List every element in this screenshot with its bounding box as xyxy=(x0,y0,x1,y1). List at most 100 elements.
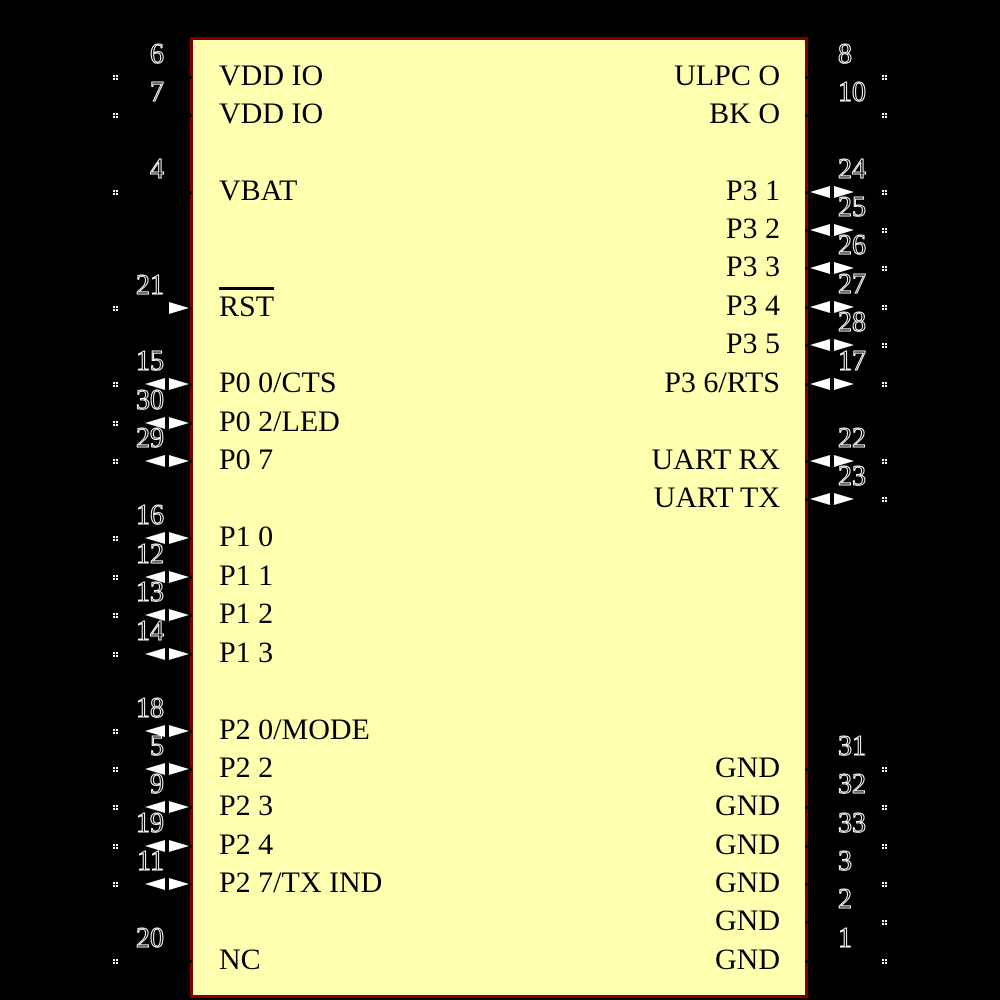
pin-number: 19 xyxy=(136,808,165,839)
bidir-arrow-left-icon xyxy=(145,609,165,621)
pin-label: P3 2 xyxy=(725,212,780,245)
pin-connection-point[interactable] xyxy=(882,305,887,310)
pin-number: 3 xyxy=(838,846,853,877)
pin-number: 31 xyxy=(838,731,867,762)
pin-connection-point[interactable] xyxy=(882,844,887,849)
bidir-arrow-left-icon xyxy=(145,455,165,467)
pin-stub xyxy=(805,344,811,347)
pin-number: 20 xyxy=(136,923,165,954)
pin-stub xyxy=(186,768,192,771)
pin-connection-point[interactable] xyxy=(882,266,887,271)
pin-stub xyxy=(805,845,811,848)
input-arrow-icon xyxy=(169,302,189,314)
pin-number: 17 xyxy=(838,346,867,377)
pin-connection-point[interactable] xyxy=(882,75,887,80)
pin-connection-point[interactable] xyxy=(882,959,887,964)
pin-stub xyxy=(186,191,192,194)
pin-stub xyxy=(805,383,811,386)
bidir-arrow-left-icon xyxy=(145,878,165,890)
pin-stub xyxy=(805,960,811,963)
bidir-arrow-right-icon xyxy=(169,725,189,737)
pin-stub xyxy=(805,460,811,463)
pin-connection-point[interactable] xyxy=(882,805,887,810)
pin-label: GND xyxy=(715,789,780,822)
pin-label: P2 7/TX IND xyxy=(219,866,383,899)
pin-stub xyxy=(805,114,811,117)
pin-connection-point[interactable] xyxy=(113,805,118,810)
pin-number: 28 xyxy=(838,307,867,338)
bidir-arrow-right-icon xyxy=(169,455,189,467)
pin-label: P2 4 xyxy=(219,828,274,861)
pin-number: 2 xyxy=(838,884,853,915)
bidir-arrow-right-icon xyxy=(169,840,189,852)
pin-label: UART RX xyxy=(651,443,781,476)
pin-number: 24 xyxy=(838,154,867,185)
pin-connection-point[interactable] xyxy=(882,920,887,925)
pin-stub xyxy=(186,114,192,117)
bidir-arrow-left-icon xyxy=(810,301,830,313)
pin-connection-point[interactable] xyxy=(113,382,118,387)
pin-stub xyxy=(186,307,192,310)
pin-stub xyxy=(805,306,811,309)
pin-connection-point[interactable] xyxy=(113,75,118,80)
pin-connection-point[interactable] xyxy=(113,882,118,887)
pin-stub xyxy=(186,653,192,656)
bidir-arrow-left-icon xyxy=(145,725,165,737)
bidir-arrow-left-icon xyxy=(145,801,165,813)
pin-stub xyxy=(186,576,192,579)
pin-connection-point[interactable] xyxy=(882,382,887,387)
pin-connection-point[interactable] xyxy=(882,228,887,233)
pin-connection-point[interactable] xyxy=(882,459,887,464)
pin-number: 30 xyxy=(136,385,165,416)
pin-number: 23 xyxy=(838,461,867,492)
pin-connection-point[interactable] xyxy=(113,459,118,464)
pin-connection-point[interactable] xyxy=(113,306,118,311)
pin-connection-point[interactable] xyxy=(113,113,118,118)
bidir-arrow-left-icon xyxy=(145,571,165,583)
pin-number: 27 xyxy=(838,269,867,300)
pin-label: P0 2/LED xyxy=(219,405,340,438)
bidir-arrow-right-icon xyxy=(169,763,189,775)
pin-connection-point[interactable] xyxy=(113,575,118,580)
pin-connection-point[interactable] xyxy=(113,536,118,541)
bidir-arrow-left-icon xyxy=(810,493,830,505)
pin-label: NC xyxy=(219,943,261,976)
pin-number: 15 xyxy=(136,346,165,377)
pin-connection-point[interactable] xyxy=(882,767,887,772)
pin-connection-point[interactable] xyxy=(113,421,118,426)
pin-connection-point[interactable] xyxy=(882,343,887,348)
pin-label: VBAT xyxy=(219,174,298,207)
pin-connection-point[interactable] xyxy=(882,190,887,195)
pin-stub xyxy=(186,845,192,848)
pin-connection-point[interactable] xyxy=(113,767,118,772)
bidir-arrow-right-icon xyxy=(169,417,189,429)
pin-connection-point[interactable] xyxy=(113,190,118,195)
pin-label: P1 2 xyxy=(219,597,274,630)
pin-number: 11 xyxy=(137,846,165,877)
bidir-arrow-left-icon xyxy=(810,339,830,351)
pin-connection-point[interactable] xyxy=(882,882,887,887)
pin-connection-point[interactable] xyxy=(882,497,887,502)
bidir-arrow-right-icon xyxy=(834,455,854,467)
pin-label: GND xyxy=(715,904,780,937)
pin-connection-point[interactable] xyxy=(113,729,118,734)
bidir-arrow-right-icon xyxy=(169,571,189,583)
pin-stub xyxy=(186,537,192,540)
pin-connection-point[interactable] xyxy=(113,613,118,618)
pin-number: 25 xyxy=(838,192,867,223)
pin-number: 12 xyxy=(136,539,165,570)
pin-connection-point[interactable] xyxy=(113,844,118,849)
bidir-arrow-left-icon xyxy=(810,262,830,274)
pin-label: VDD IO xyxy=(219,59,324,92)
pin-stub xyxy=(805,921,811,924)
pin-connection-point[interactable] xyxy=(882,113,887,118)
pin-connection-point[interactable] xyxy=(113,652,118,657)
bidir-arrow-right-icon xyxy=(834,186,854,198)
pin-label: GND xyxy=(715,866,780,899)
bidir-arrow-left-icon xyxy=(145,763,165,775)
bidir-arrow-right-icon xyxy=(834,339,854,351)
pin-stub xyxy=(805,229,811,232)
pin-connection-point[interactable] xyxy=(113,959,118,964)
pin-stub xyxy=(805,76,811,79)
pin-label: RST xyxy=(219,290,275,323)
